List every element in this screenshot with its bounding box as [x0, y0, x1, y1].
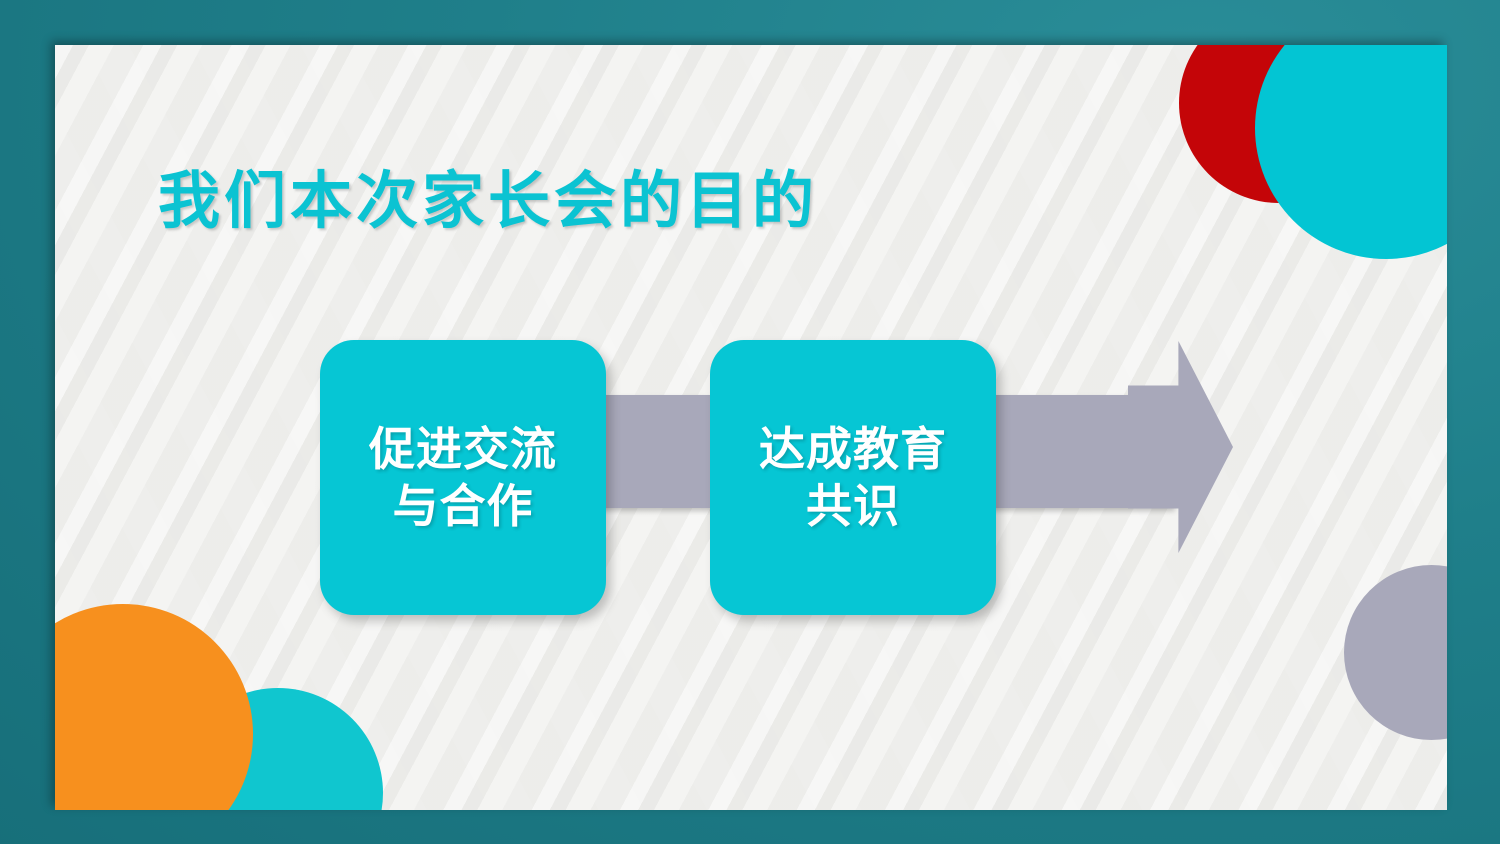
process-node-1-label: 促进交流 与合作: [369, 423, 557, 532]
slide-content-panel: 我们本次家长会的目的 促进交流 与合作 达成教育 共识: [55, 45, 1447, 810]
right-arrow-icon: [1128, 341, 1233, 553]
slide-title: 我们本次家长会的目的: [158, 167, 819, 236]
process-node-2-label: 达成教育 共识: [759, 423, 947, 532]
process-node-2[interactable]: 达成教育 共识: [710, 340, 996, 615]
process-node-1[interactable]: 促进交流 与合作: [320, 340, 606, 615]
process-diagram: 促进交流 与合作 达成教育 共识: [55, 45, 1447, 810]
